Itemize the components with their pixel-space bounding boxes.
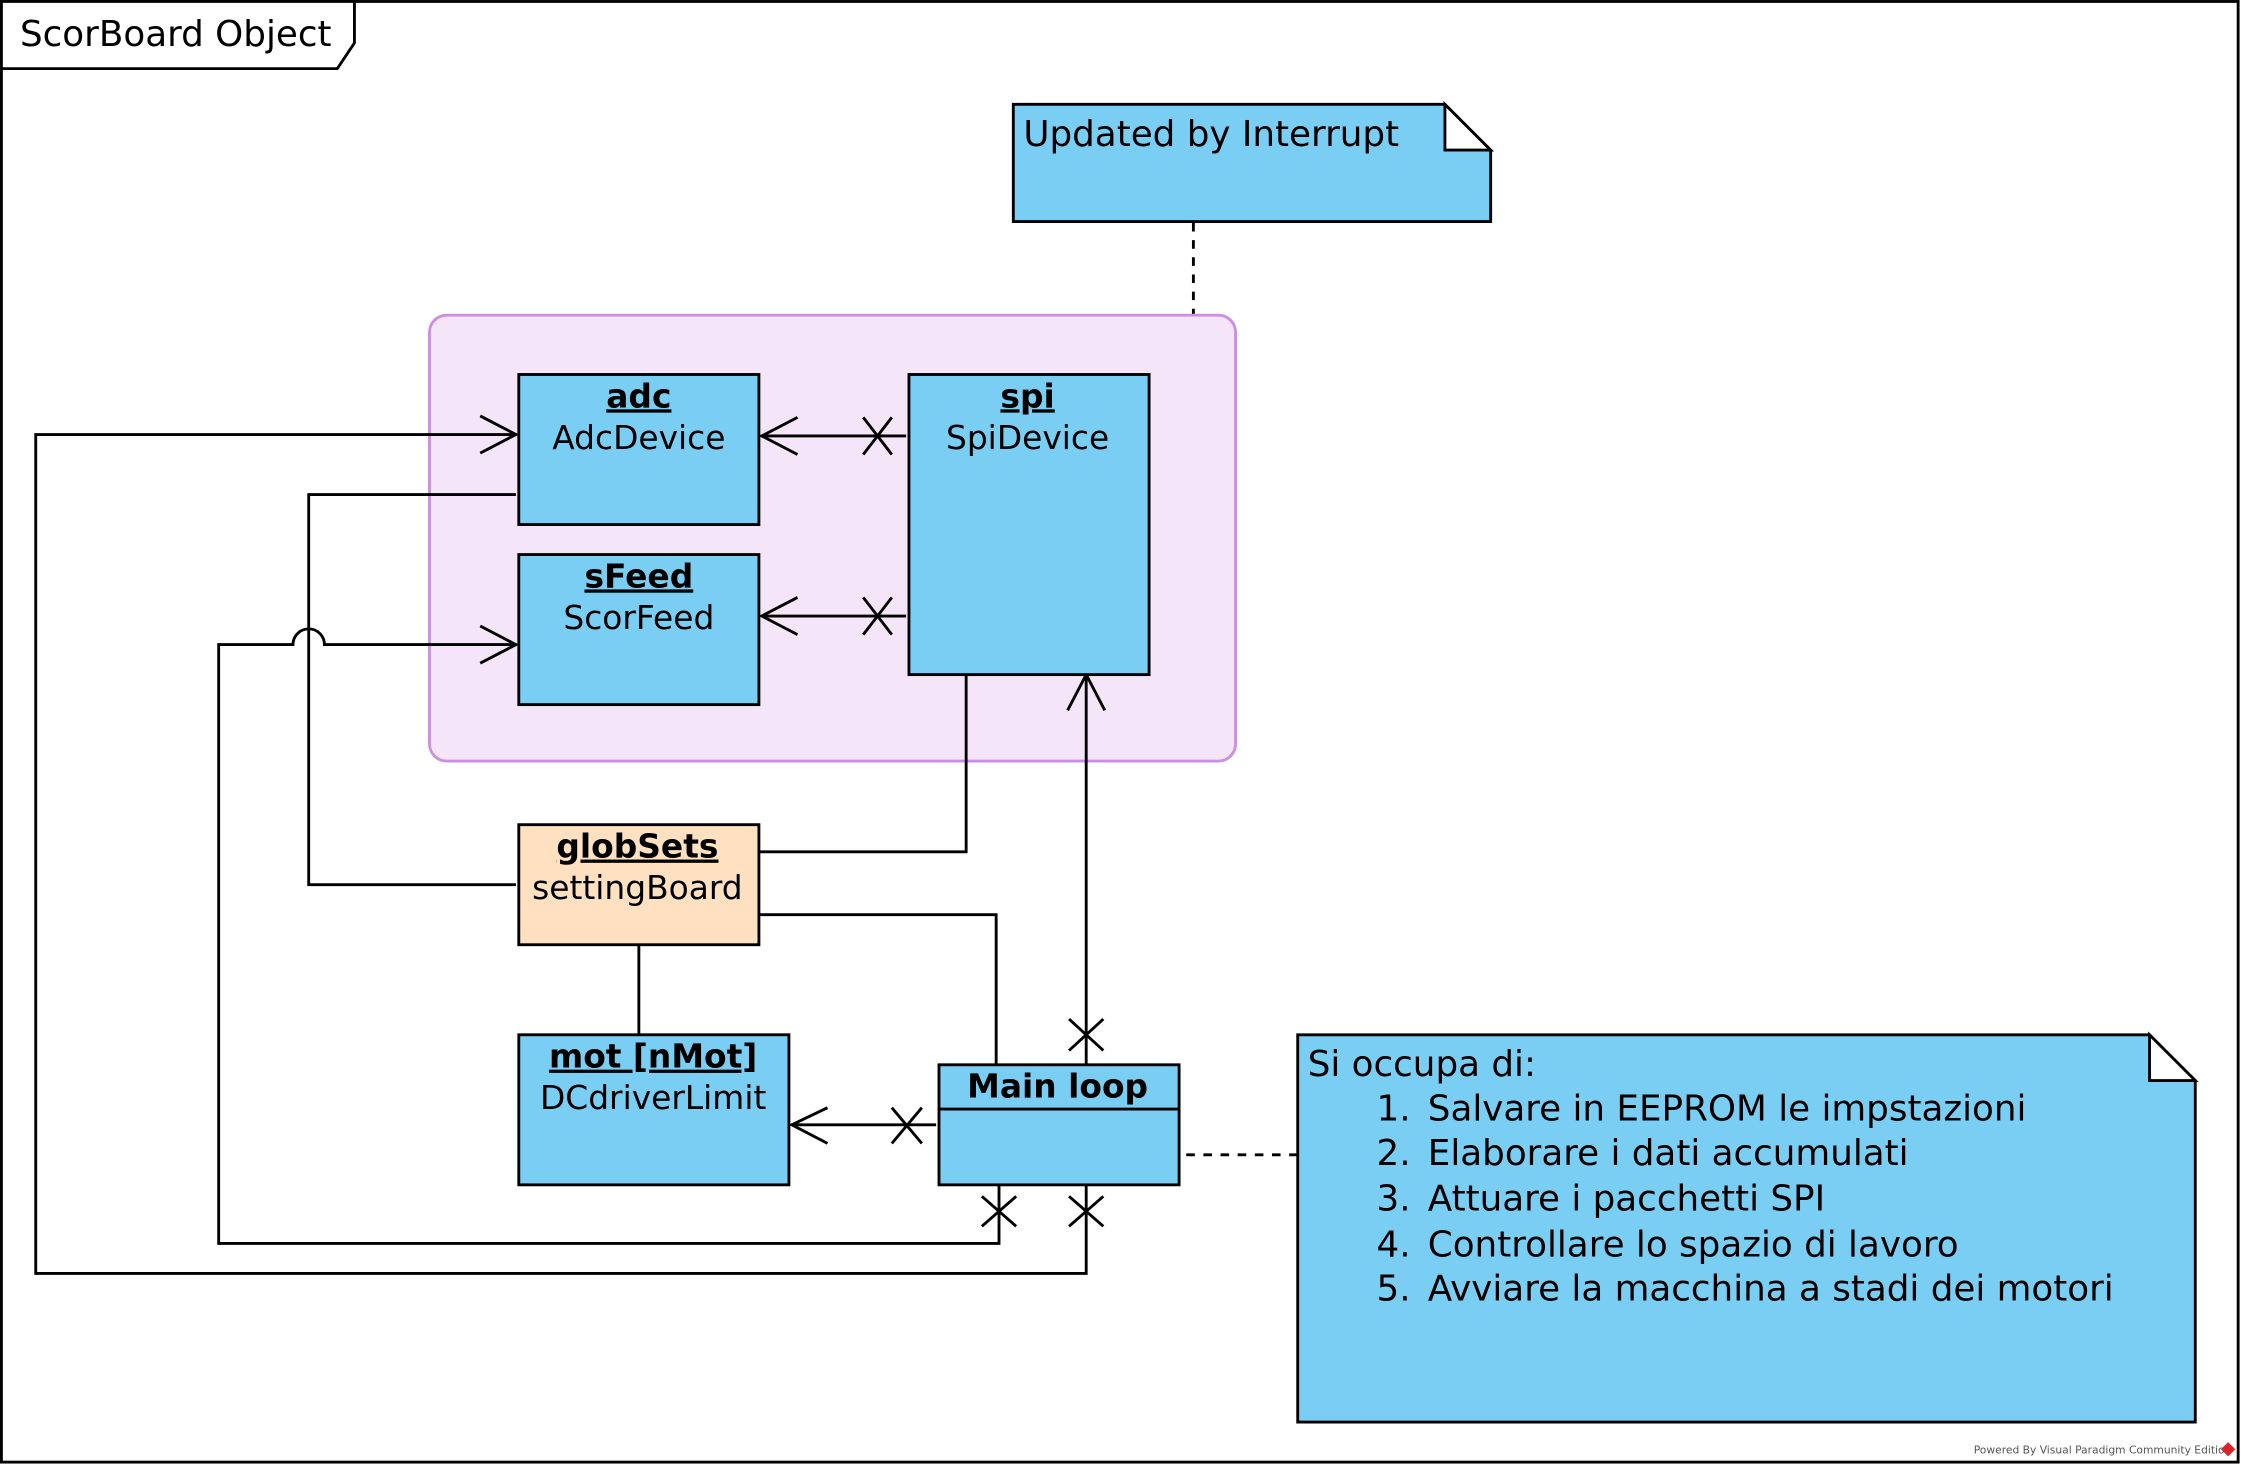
- object-adc: adc AdcDevice: [517, 373, 761, 526]
- list-item-text: Attuare i pacchetti SPI: [1428, 1179, 1825, 1220]
- list-item-number: 5.: [1377, 1269, 1411, 1310]
- object-main-loop-box: [937, 1063, 1181, 1187]
- navigability-cross-mainloop-mot: [890, 1106, 923, 1145]
- object-mot-class: DCdriverLimit: [540, 1078, 766, 1117]
- link-globsets-spi: [758, 674, 968, 854]
- object-adc-box: [517, 373, 761, 526]
- list-item-number: 2.: [1377, 1133, 1411, 1174]
- object-sfeed-box: [517, 553, 761, 707]
- link-adc-globsets: [307, 493, 516, 887]
- object-mot: mot [nMot] DCdriverLimit: [517, 1033, 791, 1187]
- navigability-cross-mainloop-sfeed: [980, 1195, 1018, 1228]
- navigability-cross-spi-adc: [862, 416, 893, 456]
- object-spi: spi SpiDevice: [907, 373, 1151, 677]
- object-main-loop: Main loop: [937, 1063, 1181, 1187]
- object-sfeed: sFeed ScorFeed: [517, 553, 761, 707]
- note-interrupt: Updated by Interrupt: [1011, 100, 1495, 223]
- list-item-text: Salvare in EEPROM le impstazioni: [1428, 1089, 2027, 1130]
- object-spi-name: spi: [1000, 376, 1054, 415]
- list-item-text: Controllare lo spazio di lavoro: [1428, 1224, 1959, 1265]
- object-sfeed-class: ScorFeed: [563, 598, 714, 637]
- list-item-number: 3.: [1377, 1179, 1411, 1220]
- note-main-loop-list: 1. Salvare in EEPROM le impstazioni 2. E…: [1377, 1089, 2114, 1310]
- note-main-loop-body: [1296, 1033, 2197, 1424]
- note-main-loop-heading: Si occupa di:: [1308, 1044, 1536, 1085]
- open-arrowhead-adc: [758, 416, 799, 456]
- connectors: [34, 414, 1107, 1275]
- object-sfeed-name: sFeed: [584, 556, 693, 595]
- footer-powered-by: Powered By Visual Paradigm Community Edi…: [1974, 1444, 2232, 1457]
- link-mainloop-sfeed: [217, 627, 1001, 1245]
- open-arrowhead-sfeed: [758, 596, 799, 636]
- frame-label: ScorBoard Object: [20, 14, 332, 55]
- list-item-number: 1.: [1377, 1089, 1411, 1130]
- link-mainloop-adc: [34, 433, 1088, 1275]
- link-globsets-mainloop: [758, 913, 998, 1065]
- frame-label-tab: [0, 0, 356, 71]
- object-spi-class: SpiDevice: [946, 418, 1109, 457]
- list-item-text: Elaborare i dati accumulati: [1428, 1133, 1909, 1174]
- note-interrupt-body: [1011, 102, 1493, 223]
- object-globsets-name: globSets: [556, 827, 718, 866]
- open-arrowhead-sfeed-left: [479, 624, 520, 665]
- object-main-loop-name: Main loop: [967, 1067, 1148, 1106]
- note-fold-icon: [2148, 1031, 2199, 1082]
- list-item-text: Avviare la macchina a stadi dei motori: [1428, 1269, 2114, 1310]
- note-fold-icon: [1443, 100, 1495, 152]
- object-adc-class: AdcDevice: [552, 418, 725, 457]
- object-globsets-class: settingBoard: [532, 868, 743, 907]
- list-item-number: 4.: [1377, 1224, 1411, 1265]
- object-mot-box: [517, 1033, 791, 1187]
- object-adc-name: adc: [606, 376, 671, 415]
- note-main-loop: Si occupa di: 1. Salvare in EEPROM le im…: [1296, 1031, 2199, 1424]
- open-arrowhead-mot: [788, 1106, 829, 1145]
- navigability-cross-mainloop-adc: [1068, 1195, 1105, 1228]
- object-spi-box: [907, 373, 1151, 677]
- navigability-cross-mainloop-spi: [1068, 1018, 1105, 1052]
- navigability-cross-spi-sfeed: [862, 596, 893, 636]
- object-globsets: globSets settingBoard: [517, 823, 761, 947]
- object-mot-name: mot [nMot]: [549, 1037, 757, 1076]
- note-interrupt-text: Updated by Interrupt: [1023, 114, 1399, 155]
- object-globsets-box: [517, 823, 761, 947]
- open-arrowhead-adc-left: [479, 414, 520, 455]
